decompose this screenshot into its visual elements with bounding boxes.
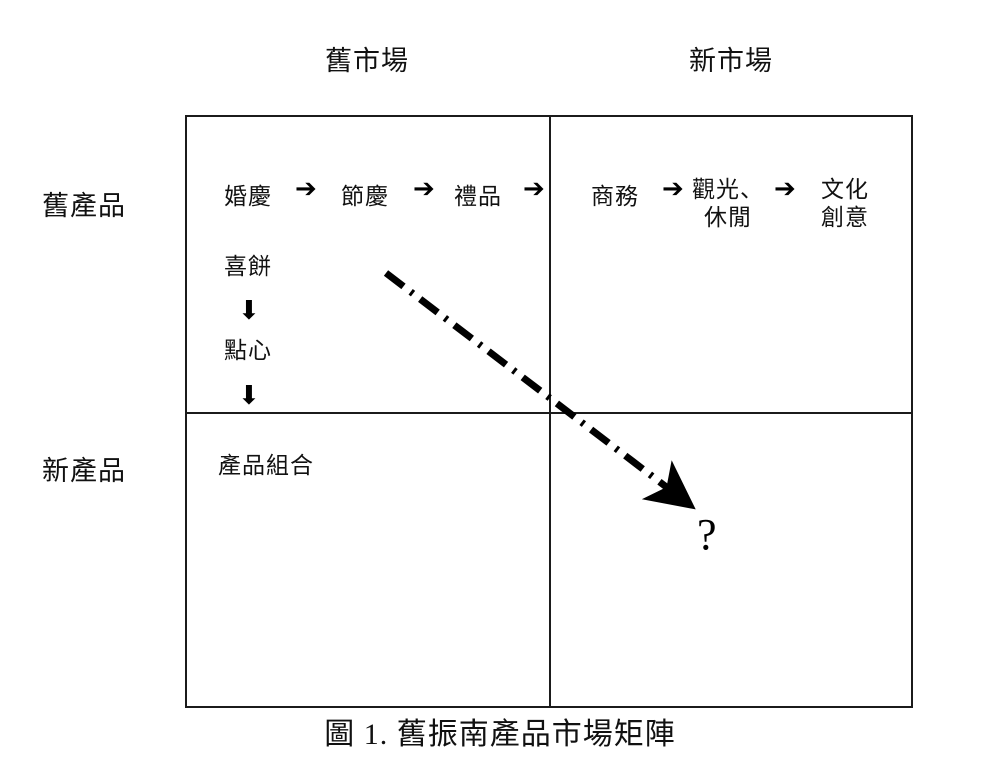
row-header-new-product: 新產品	[42, 456, 126, 487]
node-tourism-leisure: 觀光、 休閒	[692, 177, 764, 231]
arrow-right-icon: ➔	[774, 174, 796, 204]
node-business: 商務	[591, 184, 639, 210]
node-festival: 節慶	[341, 184, 389, 210]
arrow-right-icon: ➔	[413, 174, 435, 204]
column-header-new-market: 新市場	[689, 46, 773, 77]
arrow-down-icon: ⬇	[238, 381, 260, 411]
column-header-old-market: 舊市場	[325, 46, 409, 77]
node-gift: 禮品	[454, 184, 502, 210]
node-wedding: 婚慶	[224, 184, 272, 210]
arrow-down-icon: ⬇	[238, 296, 260, 326]
matrix-horizontal-divider	[185, 412, 913, 414]
node-cultural-creative: 文化 創意	[821, 177, 869, 231]
row-header-old-product: 舊產品	[42, 191, 126, 222]
question-mark-marker: ?	[697, 510, 717, 559]
arrow-right-icon: ➔	[662, 174, 684, 204]
node-snack: 點心	[224, 338, 272, 364]
arrow-right-icon: ➔	[523, 174, 545, 204]
node-wedding-cake: 喜餅	[224, 254, 272, 280]
figure-caption: 圖 1. 舊振南產品市場矩陣	[324, 718, 676, 751]
node-product-portfolio: 產品組合	[218, 453, 314, 479]
arrow-right-icon: ➔	[295, 174, 317, 204]
